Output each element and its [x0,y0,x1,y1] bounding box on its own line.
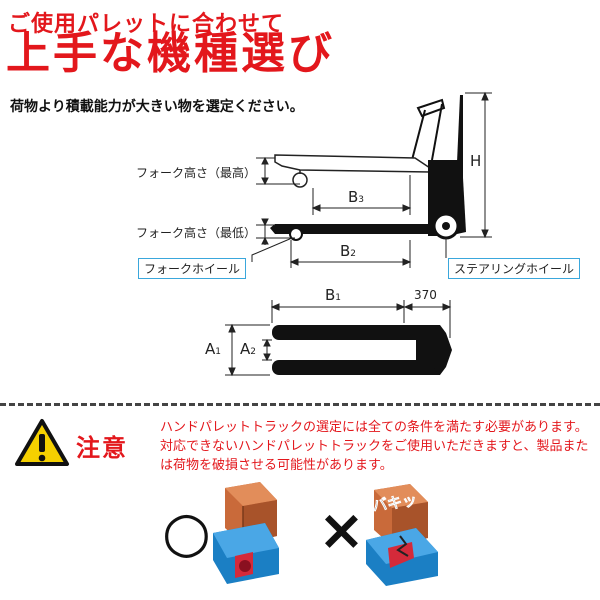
fork-height-min-label: フォーク高さ（最低） [136,226,257,240]
top-dimension-lines [225,300,452,377]
correct-fit-illustration [213,482,279,584]
header-subtitle: ご使用パレットに合わせて [8,12,285,37]
dim-b1-label: B1 [325,286,342,304]
caution-text: ハンドパレットトラックの選定には全ての条件を満たす必要があります。対応できないハ… [160,420,589,473]
incorrect-fit-illustration [366,484,438,586]
section-divider [0,403,600,406]
dimension-lines [251,91,492,268]
dim-a2-label: A2 [240,340,256,358]
dim-h-label: H [470,152,482,170]
warning-triangle-icon [15,419,69,466]
dim-b3-label: B3 [348,188,365,206]
dim-b2-label: B2 [340,242,357,260]
header-title: 上手な機種選び [6,28,335,79]
top-fork-drawing [272,325,452,375]
fork-wheel-label: フォークホイール [138,258,247,279]
caution-heading: 注意 [76,434,128,462]
dim-a1-label: A1 [205,340,221,358]
raised-fork-drawing [274,154,431,188]
bad-symbol: × [318,498,365,563]
truck-body-drawing [270,160,466,241]
lead-text: 荷物より積載能力が大きい物を選定ください。 [10,99,304,115]
dim-370-label: 370 [414,288,437,302]
steering-wheel-label: ステアリングホイール [448,258,581,279]
fork-height-max-label: フォーク高さ（最高） [136,166,257,180]
good-symbol: ○ [162,500,211,565]
